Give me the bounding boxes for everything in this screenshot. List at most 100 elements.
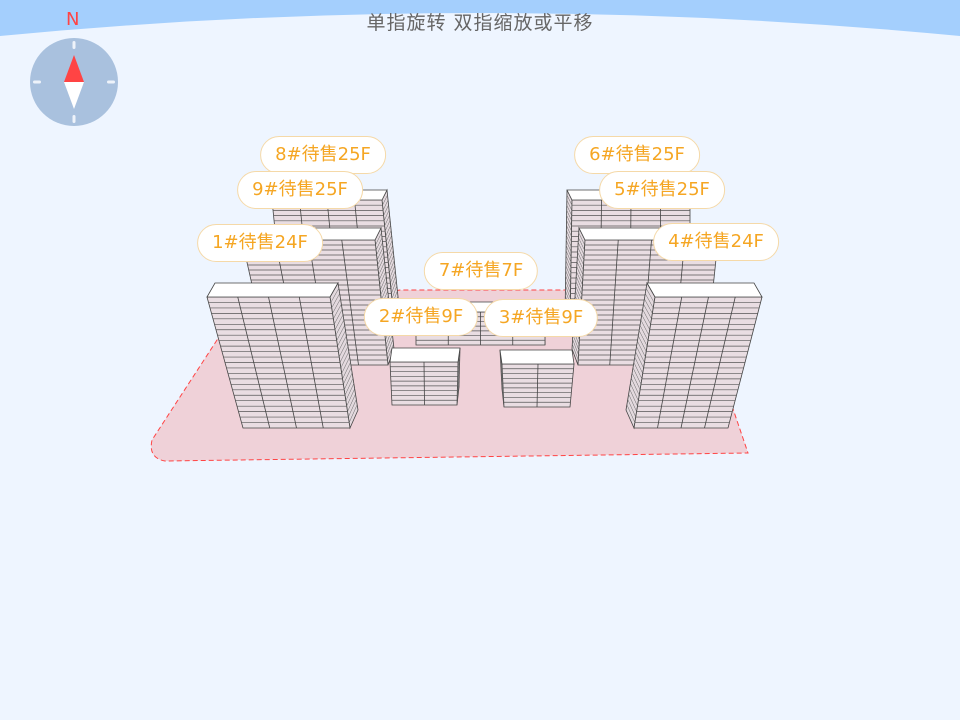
building-tag-7[interactable]: 7#待售7F [423, 252, 539, 290]
floor-line [391, 280, 397, 294]
building-tag-6[interactable]: 6#待售25F [574, 136, 700, 174]
floor-line [336, 325, 345, 341]
floor-line [384, 215, 390, 227]
floor-line [636, 346, 645, 363]
building-2[interactable] [389, 347, 461, 406]
floor-line [566, 230, 572, 242]
floor-line [391, 285, 398, 299]
building-3[interactable] [499, 349, 575, 408]
floor-line [640, 319, 650, 336]
floor-line [335, 319, 345, 336]
floor-line [382, 194, 388, 206]
floor-line [565, 250, 572, 263]
floor-line [457, 360, 460, 377]
floor-line [641, 314, 650, 330]
unit-line [341, 239, 359, 366]
floor-line [380, 281, 387, 296]
floor-line [387, 245, 393, 258]
building-4[interactable] [625, 281, 763, 430]
floor-line [385, 225, 391, 237]
floor-line [387, 344, 394, 361]
floor-line [345, 383, 355, 401]
floor-line [576, 266, 583, 281]
floor-line [499, 354, 503, 369]
floor-line [376, 247, 384, 261]
floor-line [457, 369, 460, 386]
floor-line [383, 210, 390, 221]
building-tag-9[interactable]: 9#待售25F [237, 171, 363, 209]
floor-line [565, 270, 571, 284]
floor-line [637, 341, 646, 358]
floor-line [381, 285, 388, 301]
building-roof [389, 347, 461, 363]
floor-line [576, 261, 584, 276]
floor-line [385, 230, 392, 242]
floor-line [334, 314, 344, 330]
floor-line [565, 285, 571, 299]
floor-line [565, 245, 572, 258]
building-roof [499, 349, 575, 365]
floor-line [565, 260, 572, 273]
floor-line [566, 215, 572, 227]
building-1[interactable] [206, 281, 359, 430]
building-tag-8[interactable]: 8#待售25F [260, 136, 386, 174]
floor-line [633, 362, 643, 379]
floor-line [386, 240, 393, 253]
floor-line [629, 388, 638, 407]
floor-line [626, 404, 636, 423]
floor-line [386, 339, 394, 356]
floor-line [501, 380, 504, 398]
floor-line [389, 265, 396, 279]
floor-line [645, 293, 654, 309]
floor-line [566, 225, 572, 237]
floor-line [577, 247, 585, 261]
floor-line [348, 399, 357, 418]
floor-line [375, 232, 382, 246]
floor-line [457, 352, 461, 367]
building-roof [646, 282, 763, 298]
floor-line [572, 334, 580, 351]
floor-line [565, 275, 571, 289]
building-tag-5[interactable]: 5#待售25F [599, 171, 725, 209]
floor-line [566, 194, 573, 206]
floor-line [343, 372, 353, 390]
floor-line [501, 384, 505, 403]
building-tag-2[interactable]: 2#待售9F [363, 298, 479, 336]
floor-line [500, 362, 503, 379]
floor-line [379, 271, 386, 286]
floor-line [566, 220, 572, 232]
building-roof [206, 282, 339, 298]
unit-line [680, 296, 709, 429]
floor-line [631, 372, 641, 390]
compass-north-label: N [66, 9, 80, 30]
floor-line [566, 205, 572, 216]
building-tag-1[interactable]: 1#待售24F [197, 224, 323, 262]
floor-line [377, 252, 384, 266]
floor-line [565, 240, 572, 253]
compass-icon[interactable] [30, 38, 118, 126]
floor-line [382, 199, 389, 211]
floor-line [346, 388, 355, 407]
floor-line [631, 378, 640, 396]
floor-line [390, 275, 397, 289]
floor-line [348, 404, 358, 423]
floor-line [501, 375, 504, 393]
unit-line [657, 296, 683, 429]
building-tag-3[interactable]: 3#待售9F [483, 299, 599, 337]
unit-line [237, 296, 271, 429]
unit-line [268, 296, 297, 429]
floor-line [638, 335, 647, 352]
floor-line [337, 330, 346, 347]
floor-line [566, 235, 572, 247]
floor-line [578, 237, 585, 251]
floor-line [457, 373, 460, 391]
floor-line [390, 270, 396, 284]
floor-line [566, 210, 572, 221]
unit-line [423, 361, 425, 406]
floor-line [565, 265, 572, 279]
gesture-hint: 单指旋转 双指缩放或平移 [366, 12, 594, 34]
building-tag-4[interactable]: 4#待售24F [653, 223, 779, 261]
floor-line [500, 371, 504, 388]
floor-line [572, 339, 579, 356]
